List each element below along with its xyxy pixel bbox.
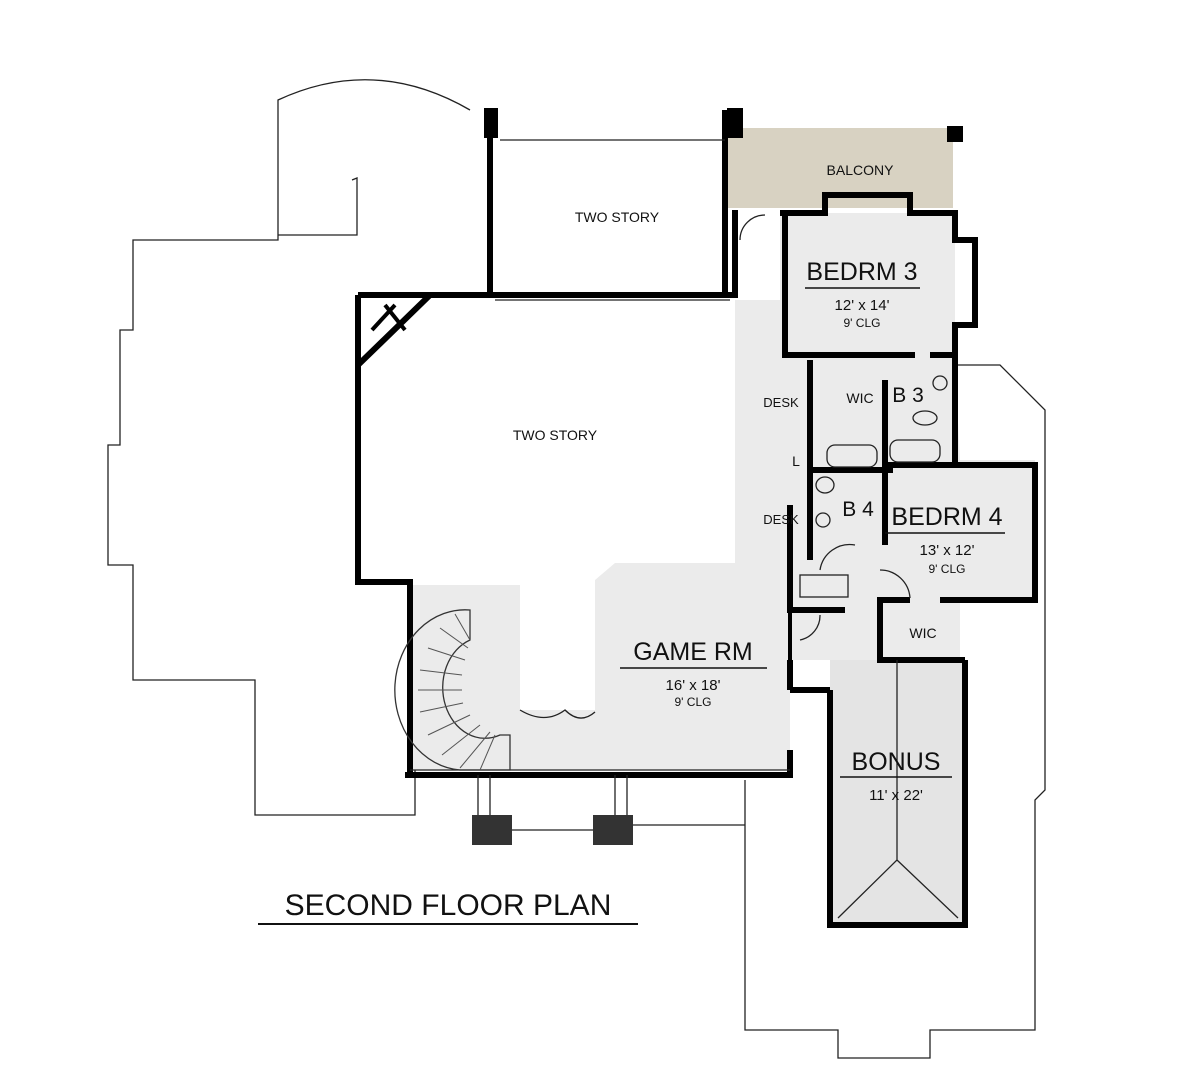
two-story-top-label: TWO STORY <box>575 209 660 225</box>
first-floor-outline-right <box>630 364 1046 1059</box>
bedrm3-size: 12' x 14' <box>835 297 890 314</box>
desk2-label: DESK <box>763 512 799 527</box>
first-floor-outline-left <box>107 79 471 816</box>
column <box>484 108 498 138</box>
desk1-label: DESK <box>763 395 799 410</box>
column <box>727 108 743 138</box>
bath4-label: B 4 <box>842 498 874 521</box>
bonus-roof-lines <box>837 660 959 919</box>
wic4-label: WIC <box>909 625 936 641</box>
two-story-main-label: TWO STORY <box>513 427 598 443</box>
wall-bedrm3 <box>780 192 978 465</box>
wic3-label: WIC <box>846 390 873 406</box>
spiral-stair <box>394 609 511 771</box>
bonus-size: 11' x 22' <box>869 787 923 804</box>
wall-front <box>405 750 793 778</box>
wall-bracing <box>370 303 414 354</box>
game-room-label: GAME RM <box>633 638 752 666</box>
stair-treads <box>418 613 496 771</box>
porch-column <box>472 815 512 845</box>
bedrm4-label: BEDRM 4 <box>891 503 1002 531</box>
porch-column <box>593 815 633 845</box>
bedrm4-size: 13' x 12' <box>920 542 975 559</box>
bath3-label: B 3 <box>892 384 924 407</box>
wall-two-story-top <box>358 110 738 298</box>
game-room-ceiling: 9' CLG <box>675 695 712 709</box>
bath-fixtures <box>799 375 948 598</box>
wall-bath-core <box>787 360 1038 663</box>
plan-title: SECOND FLOOR PLAN <box>285 889 612 922</box>
linen-label: L <box>792 453 800 469</box>
stair-rail-stub <box>351 177 358 215</box>
bedrm4-ceiling: 9' CLG <box>929 562 966 576</box>
game-room-size: 16' x 18' <box>666 677 721 694</box>
wall-bonus <box>787 660 968 928</box>
bedrm3-ceiling: 9' CLG <box>844 316 881 330</box>
balcony-label: BALCONY <box>827 162 895 178</box>
column <box>947 126 963 142</box>
bedrm3-label: BEDRM 3 <box>806 258 917 286</box>
wall-main-left <box>355 295 413 775</box>
bonus-label: BONUS <box>852 748 941 776</box>
